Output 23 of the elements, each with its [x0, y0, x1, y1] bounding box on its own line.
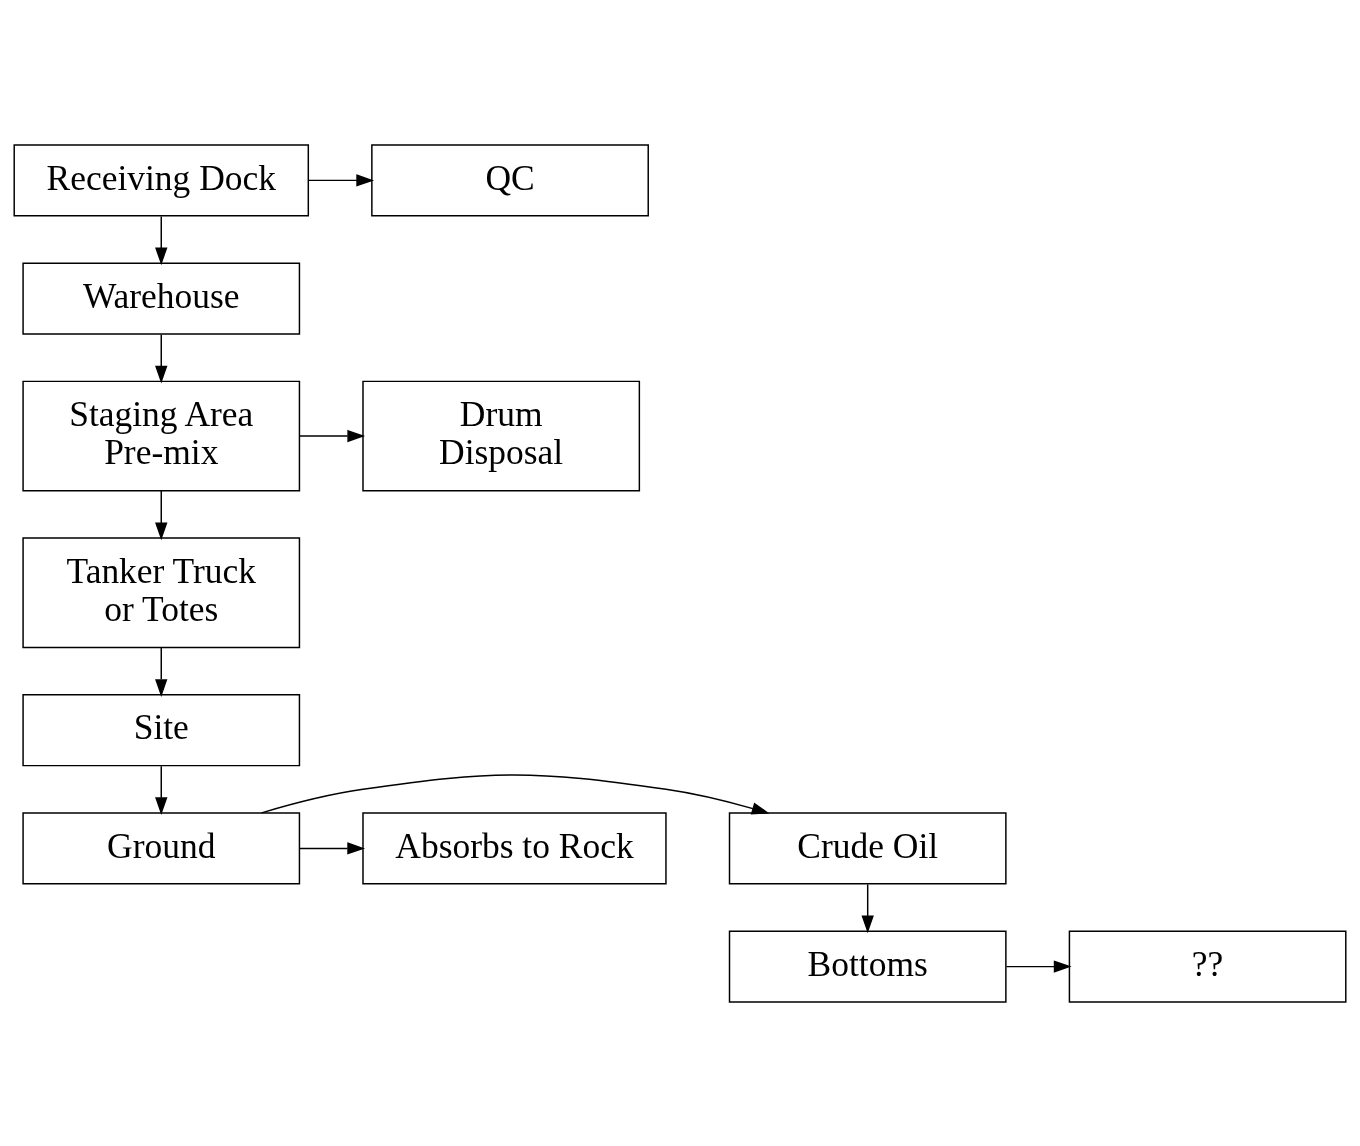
arrow [1005, 959, 1072, 973]
node-box: Tanker Truck or Totes [22, 536, 301, 648]
arrow [861, 883, 874, 933]
node-box: Ground [22, 811, 301, 885]
arrow [299, 429, 366, 442]
arrow [307, 173, 375, 187]
node-box: Warehouse [22, 261, 301, 335]
arrow [155, 765, 168, 815]
arrow [155, 646, 168, 697]
arrow [260, 773, 770, 814]
node-box: ?? [1068, 929, 1347, 1003]
node-box: Drum Disposal [362, 380, 641, 491]
arrow [299, 841, 366, 855]
node-box: Bottoms [728, 929, 1007, 1003]
node-box: Absorbs to Rock [362, 811, 667, 885]
node-box: Site [22, 693, 301, 766]
arrow [155, 489, 168, 540]
node-box: Receiving Dock [13, 143, 310, 217]
node-box: Crude Oil [728, 811, 1007, 885]
node-box: Staging Area Pre-mix [22, 380, 301, 491]
node-box: QC [371, 143, 649, 217]
arrow [155, 333, 168, 383]
arrow [155, 215, 168, 265]
